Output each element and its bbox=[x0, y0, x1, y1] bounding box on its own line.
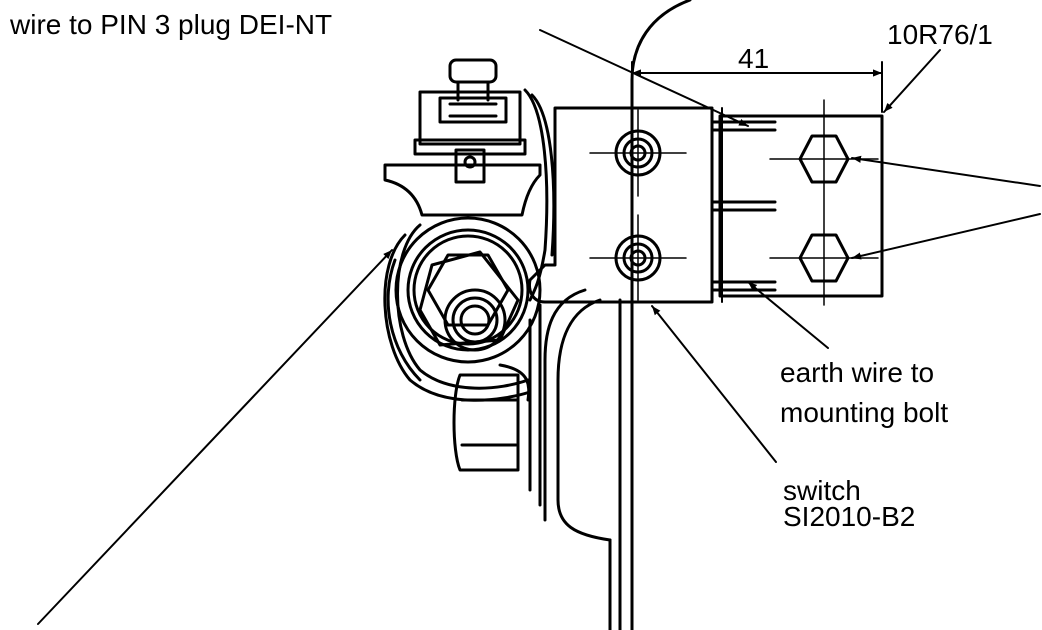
label-switch-line2: SI2010-B2 bbox=[783, 501, 916, 532]
label-dimension-41: 41 bbox=[738, 43, 770, 74]
terminal-pins bbox=[710, 107, 777, 303]
curved-strap bbox=[383, 223, 532, 402]
bracket-flange bbox=[528, 288, 622, 630]
leader-lines bbox=[37, 29, 1041, 625]
top-clamp bbox=[383, 58, 556, 302]
label-earth-wire-line2: mounting bolt bbox=[780, 397, 949, 428]
switch-block bbox=[528, 106, 714, 304]
lower-nut bbox=[452, 363, 531, 472]
label-drawing-ref: 10R76/1 bbox=[887, 19, 993, 50]
label-wire-to-pin3: wire to PIN 3 plug DEI-NT bbox=[10, 9, 333, 40]
label-earth-wire-line1: earth wire to bbox=[780, 357, 935, 388]
sensor-body bbox=[394, 216, 542, 364]
dimension-41 bbox=[631, 61, 883, 113]
label-switch-line1: switch bbox=[783, 475, 861, 506]
